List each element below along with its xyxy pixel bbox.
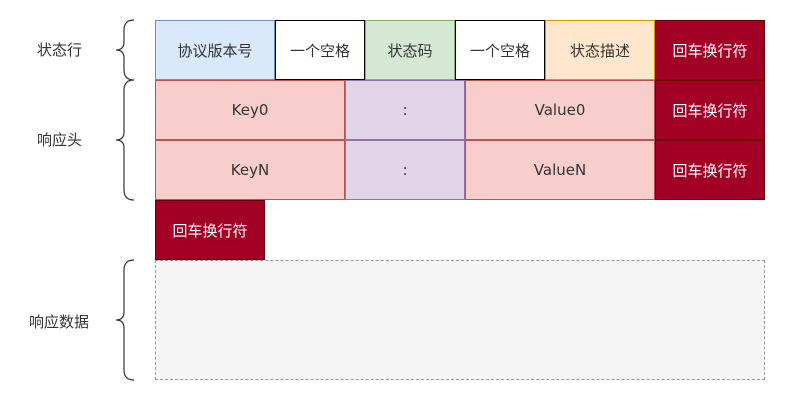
cell-status-desc: 状态描述 xyxy=(545,20,655,80)
response-data-area xyxy=(155,260,765,380)
label-response-header: 响应头 xyxy=(37,131,83,149)
cell-header-value-0: Value0 xyxy=(465,80,655,140)
label-status-line: 状态行 xyxy=(37,41,83,59)
brace-response-header xyxy=(115,79,135,201)
brace-response-data xyxy=(115,259,135,381)
cell-header-sep-n: : xyxy=(345,140,465,200)
cell-header-key-0: Key0 xyxy=(155,80,345,140)
cell-header-value-n: ValueN xyxy=(465,140,655,200)
cell-header-crlf-n: 回车换行符 xyxy=(655,140,765,200)
cell-blank-line-crlf: 回车换行符 xyxy=(155,200,265,260)
cell-status-crlf: 回车换行符 xyxy=(655,20,765,80)
cell-space-1: 一个空格 xyxy=(275,20,365,80)
cell-status-code: 状态码 xyxy=(365,20,455,80)
cell-protocol-version: 协议版本号 xyxy=(155,20,275,80)
cell-header-sep-0: : xyxy=(345,80,465,140)
cell-header-key-n: KeyN xyxy=(155,140,345,200)
brace-status-line xyxy=(115,19,135,81)
label-response-data: 响应数据 xyxy=(29,313,90,331)
cell-header-crlf-0: 回车换行符 xyxy=(655,80,765,140)
cell-space-2: 一个空格 xyxy=(455,20,545,80)
